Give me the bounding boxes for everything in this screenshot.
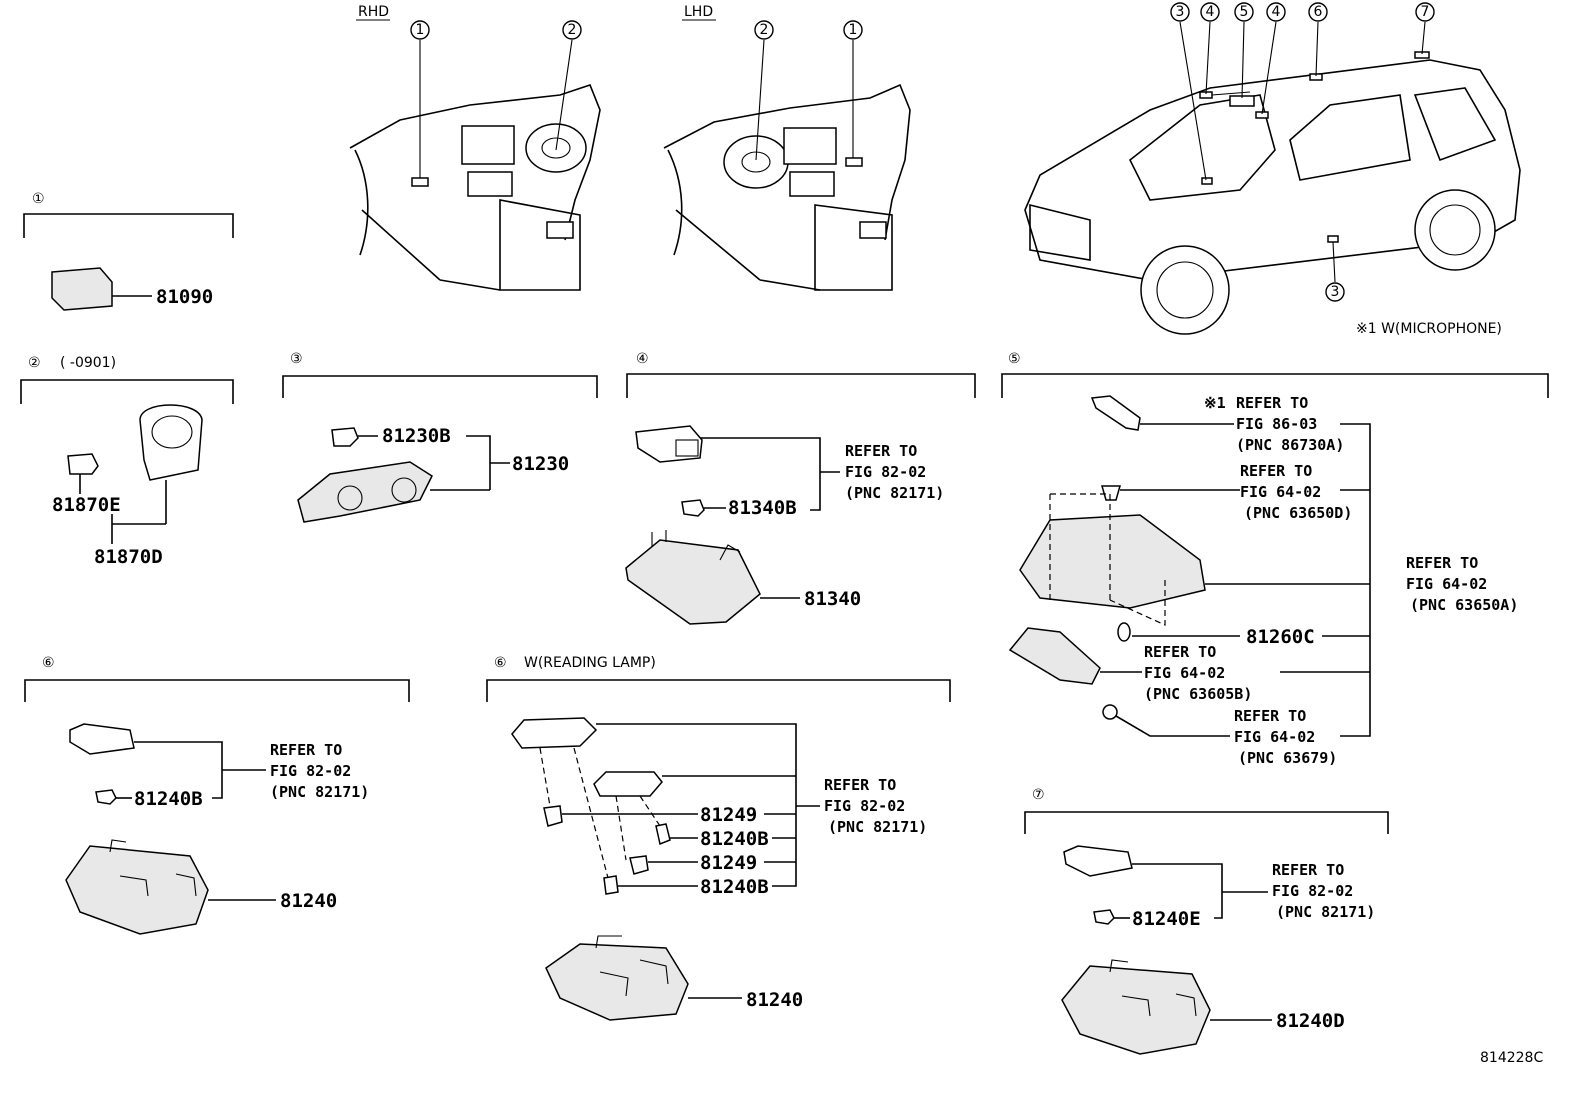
vehicle-callout-3-top: 3 (1170, 2, 1190, 22)
part-81249-b: 81249 (700, 852, 757, 874)
svg-text:2: 2 (568, 22, 577, 38)
ref-4-line-2: FIG 82-02 (845, 463, 926, 481)
ref-5d-line-3: (PNC 63605B) (1144, 685, 1252, 703)
vehicle-illustration: 3 4 5 4 6 7 3 ※1 W(MICROPHONE) (1024, 2, 1521, 337)
rhd-callout-2: 2 (562, 20, 582, 40)
ref-5c-line-1: REFER TO (1406, 554, 1478, 572)
svg-text:1: 1 (416, 22, 425, 38)
ref-6a-line-3: (PNC 82171) (270, 783, 369, 801)
rhd-label: RHD (358, 4, 389, 20)
section-2-range: ( -0901) (60, 355, 116, 371)
ref-4: REFER TO FIG 82-02 (PNC 82171) (845, 442, 944, 502)
section-4: ④ 81340B REFER TO FIG 82-02 (PNC 82171) … (625, 351, 976, 625)
ref-6a-line-2: FIG 82-02 (270, 762, 351, 780)
ref-5a-line-2: FIG 86-03 (1236, 415, 1317, 433)
part-81090: 81090 (156, 286, 213, 308)
svg-text:6: 6 (1314, 4, 1323, 20)
part-81870D: 81870D (94, 546, 163, 568)
section-5-callout: ⑤ (1008, 351, 1021, 367)
section-5: ⑤ ※1 REFER TO FIG 86-03 (PNC 86730A) REF… (1001, 351, 1549, 767)
part-81870E: 81870E (52, 494, 121, 516)
ref-5a-line-1: REFER TO (1236, 394, 1308, 412)
part-81249-a: 81249 (700, 804, 757, 826)
ref-5a-mark: ※1 (1204, 394, 1226, 412)
svg-text:4: 4 (1206, 4, 1215, 20)
section-6b-callout: ⑥ (494, 655, 507, 671)
svg-text:3: 3 (1176, 4, 1185, 20)
part-81240D: 81240D (1276, 1010, 1345, 1032)
part-81240B-6a: 81240B (134, 788, 203, 810)
ref-5c-line-3: (PNC 63650A) (1410, 596, 1518, 614)
svg-text:5: 5 (1240, 4, 1249, 20)
svg-text:3: 3 (1331, 284, 1340, 300)
vehicle-callout-6: 6 (1308, 2, 1328, 22)
part-81240-6a: 81240 (280, 890, 337, 912)
section-6a: ⑥ 81240B REFER TO FIG 82-02 (PNC 82171) … (24, 655, 410, 935)
vehicle-callout-4-left: 4 (1200, 2, 1220, 22)
section-3-callout: ③ (290, 351, 303, 367)
section-4-callout: ④ (636, 351, 649, 367)
svg-text:2: 2 (760, 22, 769, 38)
part-81340: 81340 (804, 588, 861, 610)
ref-6a-line-1: REFER TO (270, 741, 342, 759)
lhd-label: LHD (684, 4, 713, 20)
microphone-note: ※1 W(MICROPHONE) (1356, 321, 1502, 337)
part-81230: 81230 (512, 453, 569, 475)
lhd-dashboard-illustration: LHD 2 1 (663, 4, 911, 291)
part-81240-6b: 81240 (746, 989, 803, 1011)
section-2-callout: ② (28, 355, 41, 371)
part-81240B-6b-a: 81240B (700, 828, 769, 850)
rhd-dashboard-illustration: RHD 1 2 (349, 4, 601, 291)
part-81230B: 81230B (382, 425, 451, 447)
svg-text:4: 4 (1272, 4, 1281, 20)
ref-5a-line-3: (PNC 86730A) (1236, 436, 1344, 454)
svg-text:7: 7 (1421, 4, 1430, 20)
part-81260C: 81260C (1246, 626, 1315, 648)
svg-text:1: 1 (849, 22, 858, 38)
ref-5c-line-2: FIG 64-02 (1406, 575, 1487, 593)
section-7: ⑦ 81240E REFER TO FIG 82-02 (PNC 82171) … (1024, 787, 1389, 1055)
vehicle-callout-5: 5 (1234, 2, 1254, 22)
ref-6b-line-1: REFER TO (824, 776, 896, 794)
vehicle-callout-7: 7 (1415, 2, 1435, 22)
section-1-callout: ① (32, 191, 45, 207)
section-2: ② ( -0901) 81870E 81870D (20, 355, 234, 568)
section-1: ① 81090 (23, 191, 234, 311)
ref-4-line-3: (PNC 82171) (845, 484, 944, 502)
ref-5e-line-3: (PNC 63679) (1238, 749, 1337, 767)
section-6b: ⑥ W(READING LAMP) 81249 81240B 81249 812… (486, 655, 951, 1021)
ref-6b-line-2: FIG 82-02 (824, 797, 905, 815)
vehicle-callout-4-right: 4 (1266, 2, 1286, 22)
ref-7-line-1: REFER TO (1272, 861, 1344, 879)
part-81340B: 81340B (728, 497, 797, 519)
lhd-callout-2: 2 (754, 20, 774, 40)
ref-5d-line-1: REFER TO (1144, 643, 1216, 661)
section-7-callout: ⑦ (1032, 787, 1045, 803)
part-81240B-6b-b: 81240B (700, 876, 769, 898)
ref-5b-line-3: (PNC 63650D) (1244, 504, 1352, 522)
ref-4-line-1: REFER TO (845, 442, 917, 460)
rhd-callout-1: 1 (410, 20, 430, 40)
section-6b-suffix: W(READING LAMP) (524, 655, 656, 671)
figure-code: 814228C (1480, 1050, 1543, 1066)
part-81240E: 81240E (1132, 908, 1201, 930)
lhd-callout-1: 1 (843, 20, 863, 40)
ref-7-line-2: FIG 82-02 (1272, 882, 1353, 900)
vehicle-callout-3-bottom: 3 (1325, 282, 1345, 302)
ref-5e-line-2: FIG 64-02 (1234, 728, 1315, 746)
section-3: ③ 81230B 81230 (282, 351, 598, 523)
ref-6b-line-3: (PNC 82171) (828, 818, 927, 836)
ref-5e-line-1: REFER TO (1234, 707, 1306, 725)
ref-5d-line-2: FIG 64-02 (1144, 664, 1225, 682)
ref-7-line-3: (PNC 82171) (1276, 903, 1375, 921)
ref-5b-line-2: FIG 64-02 (1240, 483, 1321, 501)
section-6a-callout: ⑥ (42, 655, 55, 671)
ref-5b-line-1: REFER TO (1240, 462, 1312, 480)
